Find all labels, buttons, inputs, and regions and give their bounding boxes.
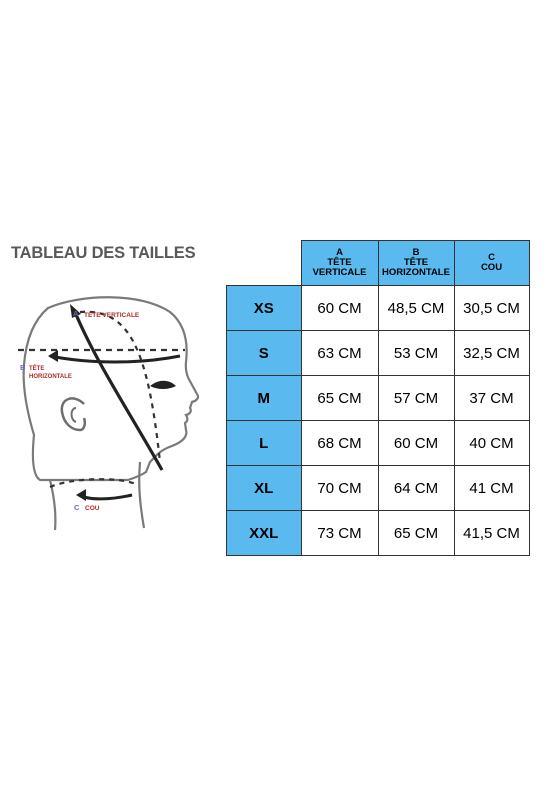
value-b: 64 CM: [377, 465, 455, 511]
value-a: 65 CM: [300, 375, 379, 421]
size-label: XL: [226, 465, 302, 511]
size-label: XS: [226, 285, 302, 331]
value-a: 68 CM: [300, 420, 379, 466]
value-c: 30,5 CM: [453, 285, 530, 331]
label-a-text: TÊTE VERTICALE: [84, 310, 140, 319]
column-header-b: B TÊTE HORIZONTALE: [377, 240, 455, 286]
value-b: 48,5 CM: [377, 285, 455, 331]
table-row: M 65 CM 57 CM 37 CM: [226, 375, 530, 421]
size-table: A TÊTE VERTICALE B TÊTE HORIZONTALE C CO…: [226, 240, 530, 556]
column-header-c: C COU: [453, 240, 530, 286]
label-b-letter: B: [20, 363, 26, 372]
table-corner: [227, 241, 302, 286]
eye-shape: [150, 380, 176, 389]
size-label: XXL: [226, 510, 302, 556]
value-c: 41,5 CM: [453, 510, 530, 556]
neck-measure-line: [49, 478, 139, 489]
table-row: XS 60 CM 48,5 CM 30,5 CM: [226, 285, 530, 331]
value-b: 65 CM: [377, 510, 455, 556]
head-outline: [22, 296, 200, 482]
label-b-text-2: HORIZONTALE: [29, 374, 72, 380]
value-a: 60 CM: [300, 285, 379, 331]
value-a: 63 CM: [300, 330, 379, 376]
value-b: 57 CM: [377, 375, 455, 421]
size-label: M: [226, 375, 302, 421]
size-label: L: [226, 420, 302, 466]
value-c: 40 CM: [453, 420, 530, 466]
label-c-text: COU: [85, 505, 100, 512]
label-c-letter: C: [74, 503, 80, 512]
label-a-letter: A: [73, 309, 79, 318]
neck-outline: [48, 461, 146, 531]
page-title: TABLEAU DES TAILLES: [11, 244, 196, 262]
value-c: 37 CM: [453, 375, 530, 421]
size-label: S: [226, 330, 302, 376]
ear-shape: [60, 397, 87, 432]
table-row: XXL 73 CM 65 CM 41,5 CM: [226, 510, 530, 556]
value-b: 60 CM: [377, 420, 455, 466]
vertical-measure-line: [73, 311, 164, 471]
label-b-text-1: TÊTE: [29, 364, 44, 372]
value-c: 32,5 CM: [453, 330, 530, 376]
table-row: S 63 CM 53 CM 32,5 CM: [226, 330, 530, 376]
table-row: L 68 CM 60 CM 40 CM: [226, 420, 530, 466]
column-header-a: A TÊTE VERTICALE: [300, 240, 379, 286]
value-a: 73 CM: [300, 510, 379, 556]
value-a: 70 CM: [300, 465, 379, 511]
value-b: 53 CM: [377, 330, 455, 376]
value-c: 41 CM: [453, 465, 530, 511]
table-row: XL 70 CM 64 CM 41 CM: [226, 465, 530, 511]
head-measurement-diagram: A TÊTE VERTICALE B TÊTE HORIZONTALE C CO…: [18, 296, 200, 531]
table-header-row: A TÊTE VERTICALE B TÊTE HORIZONTALE C CO…: [227, 240, 530, 286]
